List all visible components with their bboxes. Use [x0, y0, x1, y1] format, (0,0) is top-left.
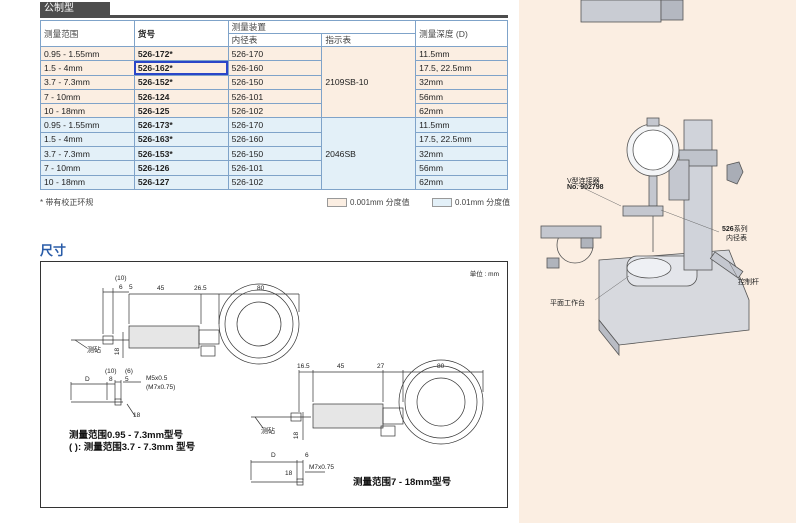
anvil-label-right: 测砧	[261, 428, 275, 435]
footnote: * 带有校正环规	[40, 198, 94, 207]
table-row: 3.7 - 7.3mm 526-153* 526-150 32mm	[40, 146, 508, 162]
header-bore: 内径表	[227, 33, 323, 47]
drawing-unit: 单位 : mm	[469, 271, 499, 278]
table-row: 10 - 18mm 526-127 526-102 62mm	[40, 174, 508, 190]
header-indicator: 指示表	[321, 33, 417, 47]
section-title: 公制型	[40, 2, 110, 16]
callout-lever: 控制杆	[738, 279, 759, 286]
indicator-group1: 2109SB-10	[321, 45, 417, 119]
spec-table: 测量范围 货号 测量装置 测量深度 (D) 内径表 指示表 0.95 - 1.5…	[40, 20, 508, 190]
header-code: 货号	[133, 20, 229, 47]
dimensions-title: 尺寸	[40, 243, 67, 258]
drawing-lines	[70, 283, 484, 486]
header-range: 测量范围	[40, 20, 135, 47]
callout-vconnector-no: No. 902798	[567, 184, 604, 191]
legend-item-coarse: 0.01mm 分度值	[432, 197, 510, 208]
header-device: 测量装置	[227, 20, 417, 34]
table-row: 0.95 - 1.55mm 526-173* 526-170 2046SB 11…	[40, 117, 508, 190]
table-row: 10 - 18mm 526-125 526-102 62mm	[40, 103, 508, 119]
callout-series: 526系列	[722, 226, 748, 233]
header-depth: 测量深度 (D)	[415, 20, 508, 47]
table-row: 7 - 10mm 526-124 526-101 56mm	[40, 88, 508, 105]
caption-large-range: 测量范围7 - 18mm型号	[353, 477, 452, 488]
caption-small-range-note: ( ): 测量范围3.7 - 7.3mm 型号	[69, 442, 196, 453]
callout-worktable: 平面工作台	[550, 300, 585, 307]
product-illustration	[540, 0, 750, 357]
table-row: 1.5 - 4mm 526-163* 526-160 17.5, 22.5mm	[40, 131, 508, 148]
table-row: 3.7 - 7.3mm 526-152* 526-150 32mm	[40, 74, 508, 90]
highlighted-code-cell[interactable]: 526-162*	[133, 60, 229, 76]
caption-small-range: 测量范围0.95 - 7.3mm型号	[69, 430, 184, 441]
legend-swatch-fine	[327, 198, 347, 207]
legend-item-fine: 0.001mm 分度值	[327, 197, 410, 208]
indicator-group2: 2046SB	[321, 117, 417, 190]
callout-bore-gauge: 内径表	[726, 235, 747, 242]
table-row: 1.5 - 4mm 526-162* 526-160 17.5, 22.5mm	[40, 60, 508, 76]
anvil-label-top: 测砧	[87, 347, 101, 354]
legend-swatch-coarse	[432, 198, 452, 207]
callout-vconnector: V型连接器	[567, 178, 600, 185]
table-row: 7 - 10mm 526-126 526-101 56mm	[40, 160, 508, 176]
table-row: 0.95 - 1.55mm 526-172* 526-170 2109SB-10…	[40, 45, 508, 119]
dimension-drawing: 单位 : mm (10) 6 5 45 26.5 80 18 测砧 D (10)…	[40, 261, 508, 508]
section-rule	[40, 15, 508, 18]
